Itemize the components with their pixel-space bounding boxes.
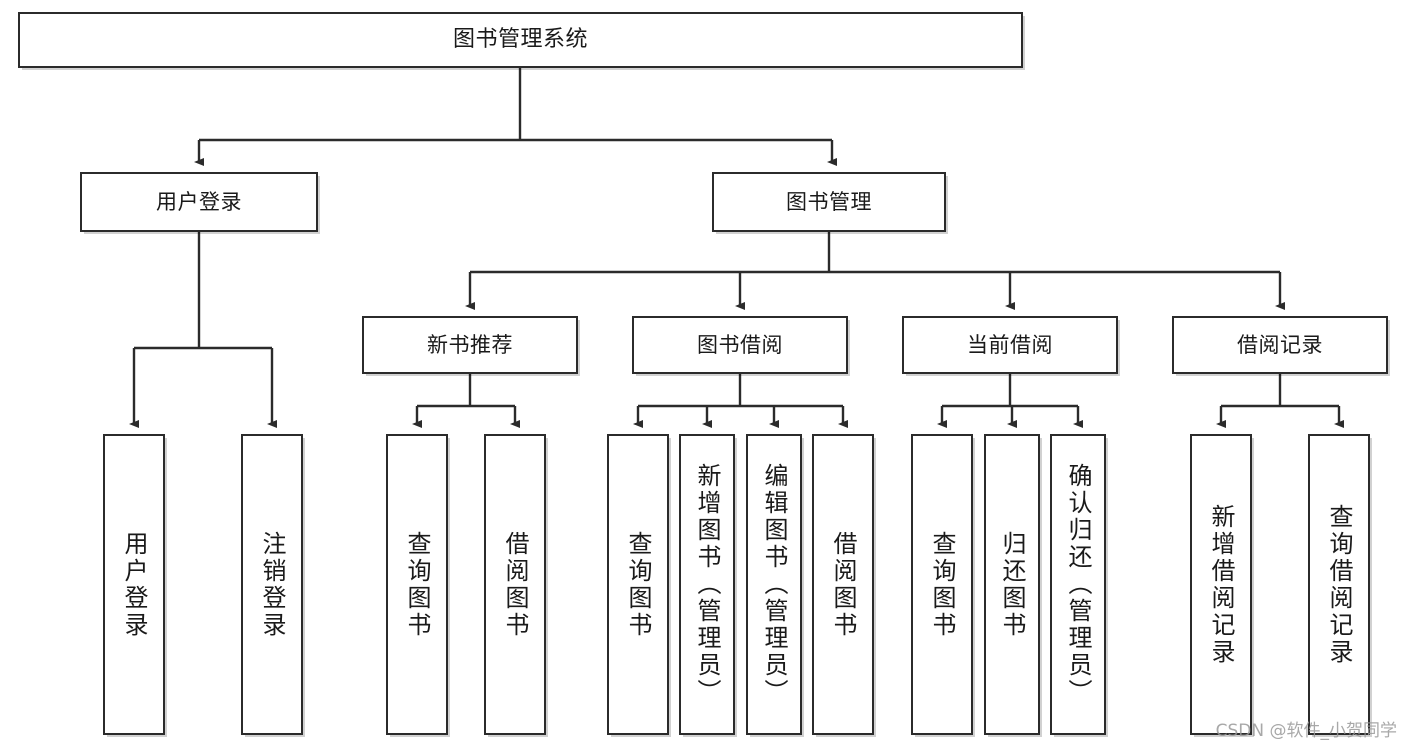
node-leaf-borrow-book[interactable]: 借阅图书 bbox=[812, 434, 874, 735]
connector-group-new-book-recommend bbox=[412, 374, 520, 428]
node-leaf-query-record[interactable]: 查询借阅记录 bbox=[1308, 434, 1370, 735]
node-label: 用户登录 bbox=[156, 189, 242, 214]
node-label: 新书推荐 bbox=[427, 332, 513, 357]
node-label: 查询图书 bbox=[403, 530, 431, 639]
connector-group-user-login bbox=[129, 232, 277, 428]
node-leaf-query-book-rec[interactable]: 查询图书 bbox=[386, 434, 448, 735]
node-label: 借阅图书 bbox=[829, 530, 857, 639]
node-label: 注销登录 bbox=[258, 530, 286, 639]
node-label: 图书借阅 bbox=[697, 332, 783, 357]
connector-group-book-manage bbox=[465, 232, 1285, 310]
node-label: 归还图书 bbox=[998, 530, 1026, 639]
node-leaf-user-login[interactable]: 用户登录 bbox=[103, 434, 165, 735]
node-leaf-logout[interactable]: 注销登录 bbox=[241, 434, 303, 735]
node-label: 新增图书（管理员） bbox=[693, 463, 721, 706]
node-borrow-record[interactable]: 借阅记录 bbox=[1172, 316, 1388, 374]
node-leaf-return-book[interactable]: 归还图书 bbox=[984, 434, 1040, 735]
node-label: 查询图书 bbox=[928, 530, 956, 639]
node-label: 确认归还（管理员） bbox=[1064, 463, 1092, 706]
node-label: 用户登录 bbox=[120, 530, 148, 639]
node-label: 新增借阅记录 bbox=[1207, 503, 1235, 666]
node-leaf-query-book-borrow[interactable]: 查询图书 bbox=[607, 434, 669, 735]
node-current-borrow[interactable]: 当前借阅 bbox=[902, 316, 1118, 374]
connector-group-root bbox=[194, 68, 837, 166]
node-book-borrow[interactable]: 图书借阅 bbox=[632, 316, 848, 374]
node-leaf-query-book-cur[interactable]: 查询图书 bbox=[911, 434, 973, 735]
node-new-book-recommend[interactable]: 新书推荐 bbox=[362, 316, 578, 374]
node-label: 编辑图书（管理员） bbox=[760, 463, 788, 706]
node-leaf-add-record[interactable]: 新增借阅记录 bbox=[1190, 434, 1252, 735]
node-label: 借阅记录 bbox=[1237, 332, 1323, 357]
node-leaf-add-book[interactable]: 新增图书（管理员） bbox=[679, 434, 735, 735]
node-root-system[interactable]: 图书管理系统 bbox=[18, 12, 1023, 68]
node-label: 当前借阅 bbox=[967, 332, 1053, 357]
node-leaf-edit-book[interactable]: 编辑图书（管理员） bbox=[746, 434, 802, 735]
node-label: 图书管理系统 bbox=[452, 27, 588, 53]
connector-group-borrow-record bbox=[1216, 374, 1344, 428]
connector-group-current-borrow bbox=[937, 374, 1083, 428]
node-label: 查询图书 bbox=[624, 530, 652, 639]
node-user-login[interactable]: 用户登录 bbox=[80, 172, 318, 232]
node-leaf-confirm-return[interactable]: 确认归还（管理员） bbox=[1050, 434, 1106, 735]
node-label: 图书管理 bbox=[786, 189, 872, 214]
node-label: 查询借阅记录 bbox=[1325, 503, 1353, 666]
node-label: 借阅图书 bbox=[501, 530, 529, 639]
connector-group-book-borrow bbox=[633, 374, 848, 428]
node-book-manage[interactable]: 图书管理 bbox=[712, 172, 946, 232]
node-leaf-borrow-book-rec[interactable]: 借阅图书 bbox=[484, 434, 546, 735]
